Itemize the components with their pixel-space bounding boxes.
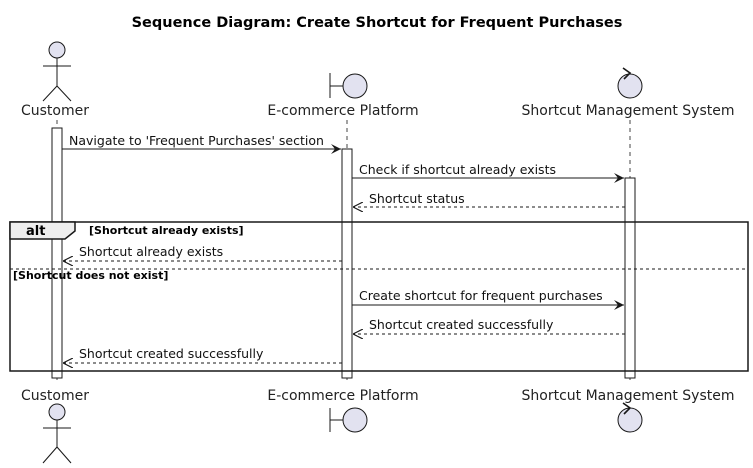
participant-label: Shortcut Management System — [522, 103, 735, 119]
participant-customer-top: Customer — [21, 41, 89, 119]
message-label: Navigate to 'Frequent Purchases' section — [69, 133, 324, 148]
message-1: Navigate to 'Frequent Purchases' section — [62, 133, 341, 154]
message-2: Check if shortcut already exists — [352, 162, 624, 183]
activation-platform — [341, 148, 353, 379]
message-5: Create shortcut for frequent purchases — [352, 288, 624, 310]
alt-fragment: alt [Shortcut already exists] [Shortcut … — [9, 221, 749, 372]
participant-sms-top: Shortcut Management System — [522, 67, 735, 119]
message-label: Check if shortcut already exists — [359, 162, 556, 177]
message-label: Create shortcut for frequent purchases — [359, 288, 603, 303]
participant-label: Shortcut Management System — [522, 388, 735, 404]
actor-icon — [42, 403, 72, 464]
fragment-guard: [Shortcut already exists] — [89, 224, 244, 237]
activation-sms — [624, 177, 636, 379]
participant-platform-top: E-commerce Platform — [267, 73, 419, 119]
message-4: Shortcut already exists — [63, 244, 342, 261]
message-label: Shortcut already exists — [79, 244, 223, 259]
boundary-icon — [329, 407, 368, 433]
message-7: Shortcut created successfully — [63, 346, 342, 363]
participant-label: E-commerce Platform — [267, 388, 418, 404]
fragment-label: alt — [26, 224, 45, 239]
participant-platform-bottom: E-commerce Platform — [267, 388, 419, 433]
boundary-icon — [329, 73, 368, 99]
message-label: Shortcut created successfully — [369, 317, 554, 332]
fragment-guard: [Shortcut does not exist] — [13, 269, 168, 282]
participant-sms-bottom: Shortcut Management System — [522, 388, 735, 433]
participant-label: E-commerce Platform — [267, 103, 418, 119]
message-6: Shortcut created successfully — [353, 317, 625, 334]
participant-label: Customer — [21, 103, 89, 119]
participant-customer-bottom: Customer — [21, 388, 89, 464]
diagram-title: Sequence Diagram: Create Shortcut for Fr… — [132, 15, 623, 31]
actor-icon — [42, 41, 72, 102]
activation-customer — [51, 127, 63, 379]
message-3: Shortcut status — [353, 191, 625, 207]
message-label: Shortcut created successfully — [79, 346, 264, 361]
participant-label: Customer — [21, 388, 89, 404]
control-icon — [617, 402, 643, 433]
control-icon — [617, 67, 643, 99]
message-label: Shortcut status — [369, 191, 465, 206]
